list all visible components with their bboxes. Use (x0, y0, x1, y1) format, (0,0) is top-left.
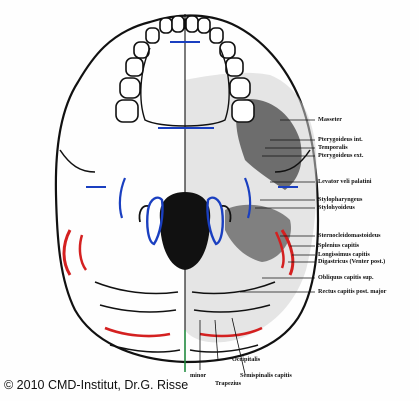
label-rectus-capitis-post-major: Rectus capitis post. major (318, 288, 386, 295)
label-pterygoideus-ext: Pterygoideus ext. (318, 152, 363, 159)
label-sternocleidomastoideus: Sternocleidomastoideus (318, 232, 381, 239)
label-masseter: Masseter (318, 116, 342, 123)
label-semispinalis-capitis: Semispinalis capitis (240, 372, 292, 379)
red-nuchal-left (105, 328, 170, 336)
label-longissimus-capitis: Longissimus capitis (318, 251, 370, 258)
label-trapezius: Trapezius (215, 380, 241, 387)
label-obliquus-capitis-sup: Obliquus capitis sup. (318, 274, 374, 281)
red-mastoid-left (64, 230, 70, 275)
label-temporalis: Temporalis (318, 144, 348, 151)
red-mastoid-left-2 (80, 235, 86, 270)
label-pterygoideus-int: Pterygoideus int. (318, 136, 363, 143)
label-stylohyoideus: Stylohyoideus (318, 204, 355, 211)
styloid-left (120, 178, 125, 218)
label-levator-veli-palatini: Levator veli palatini (318, 178, 372, 185)
label-digastricus: Digastricus (Venter post.) (318, 258, 385, 265)
label-stylopharyngeus: Stylopharyngeus (318, 196, 362, 203)
label-minor: minor (190, 372, 206, 379)
copyright-notice: © 2010 CMD-Institut, Dr.G. Risse (4, 378, 188, 392)
label-occipitalis: Occipitalis (232, 356, 260, 363)
label-splenius-capitis: Splenius capitis (318, 242, 359, 249)
